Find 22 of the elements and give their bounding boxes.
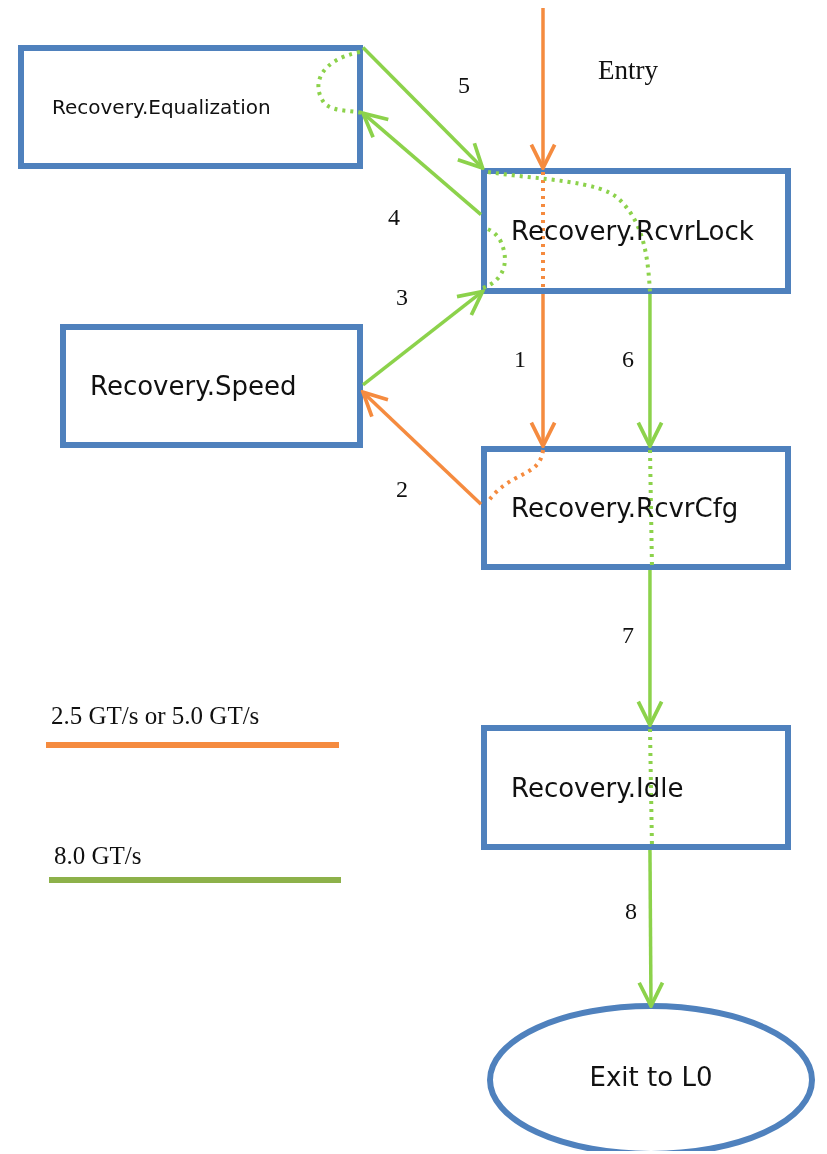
state-box <box>481 168 791 294</box>
state-label: Recovery.Idle <box>511 772 684 803</box>
arrow <box>361 289 485 387</box>
legend-label: 2.5 GT/s or 5.0 GT/s <box>51 702 260 730</box>
arrow <box>361 46 485 170</box>
arrow <box>637 850 665 1008</box>
state-label: Recovery.Speed <box>90 371 297 401</box>
arrow <box>361 111 483 216</box>
state-box <box>481 446 791 570</box>
arrow <box>529 294 557 448</box>
state-box <box>60 324 363 448</box>
arrow <box>636 294 664 448</box>
arrow <box>636 570 664 727</box>
state-label: Recovery.RcvrCfg <box>511 493 739 523</box>
arrow <box>529 8 557 170</box>
legend-label: 8.0 GT/s <box>54 842 142 870</box>
state-box <box>481 725 791 850</box>
state-label: Recovery.Equalization <box>52 95 271 119</box>
state-label: Exit to L0 <box>589 1062 713 1092</box>
arrow <box>361 390 483 506</box>
state-label: Recovery.RcvrLock <box>511 216 754 246</box>
state-box <box>18 45 363 169</box>
